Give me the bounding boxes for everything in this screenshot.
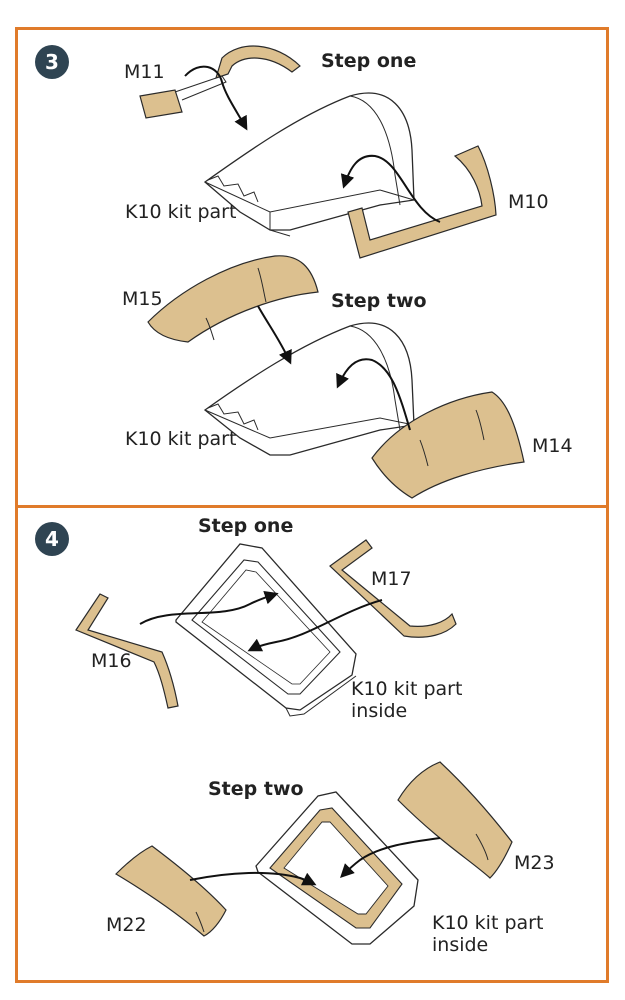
arrow-m17 (247, 599, 383, 652)
label-k10-line2: inside (432, 934, 489, 956)
arrow-m23 (340, 837, 441, 878)
label-m10: M10 (508, 191, 549, 213)
k10-canopy-step-two (203, 322, 415, 456)
section-4-step-two-title: Step two (208, 778, 304, 800)
label-k10-step-one: K10 kit part (125, 201, 237, 223)
m17-part (329, 539, 457, 638)
arrow-m16 (139, 590, 279, 625)
m11-strip (174, 75, 227, 101)
m15-part (147, 255, 319, 343)
label-k10-line2: inside (351, 700, 408, 722)
section-3-badge: 3 (35, 45, 69, 79)
label-m11: M11 (124, 61, 165, 83)
k10-frame-step-one (175, 543, 357, 717)
label-m23: M23 (514, 852, 555, 874)
m14-part (371, 391, 525, 499)
label-m22: M22 (106, 914, 147, 936)
label-k10-line1: K10 kit part (432, 912, 544, 934)
k10-frame-step-two (255, 791, 419, 945)
label-k10-inside-step-two: K10 kit part inside (432, 912, 543, 956)
label-k10-step-two: K10 kit part (125, 428, 237, 450)
label-k10-inside-step-one: K10 kit part inside (351, 678, 462, 722)
label-k10-line1: K10 kit part (351, 678, 463, 700)
section-3-step-one-title: Step one (321, 50, 417, 72)
section-4-step-one-title: Step one (198, 515, 294, 537)
m22-part (115, 845, 227, 937)
section-4-badge: 4 (35, 522, 69, 556)
arrow-m22 (189, 871, 317, 886)
m16-part (75, 593, 179, 709)
m23-part (397, 761, 513, 879)
section-3-step-two-title: Step two (331, 290, 427, 312)
label-m14: M14 (532, 435, 573, 457)
label-m17: M17 (371, 568, 412, 590)
arrow-m10 (340, 154, 441, 223)
arrow-m15 (257, 305, 292, 365)
label-m16: M16 (91, 650, 132, 672)
arrow-m14 (336, 358, 411, 431)
arrow-m11 (184, 65, 248, 131)
m11-part-top (215, 45, 301, 79)
label-m15: M15 (122, 288, 163, 310)
m10-part (347, 145, 497, 259)
m11-part-small (139, 89, 183, 119)
